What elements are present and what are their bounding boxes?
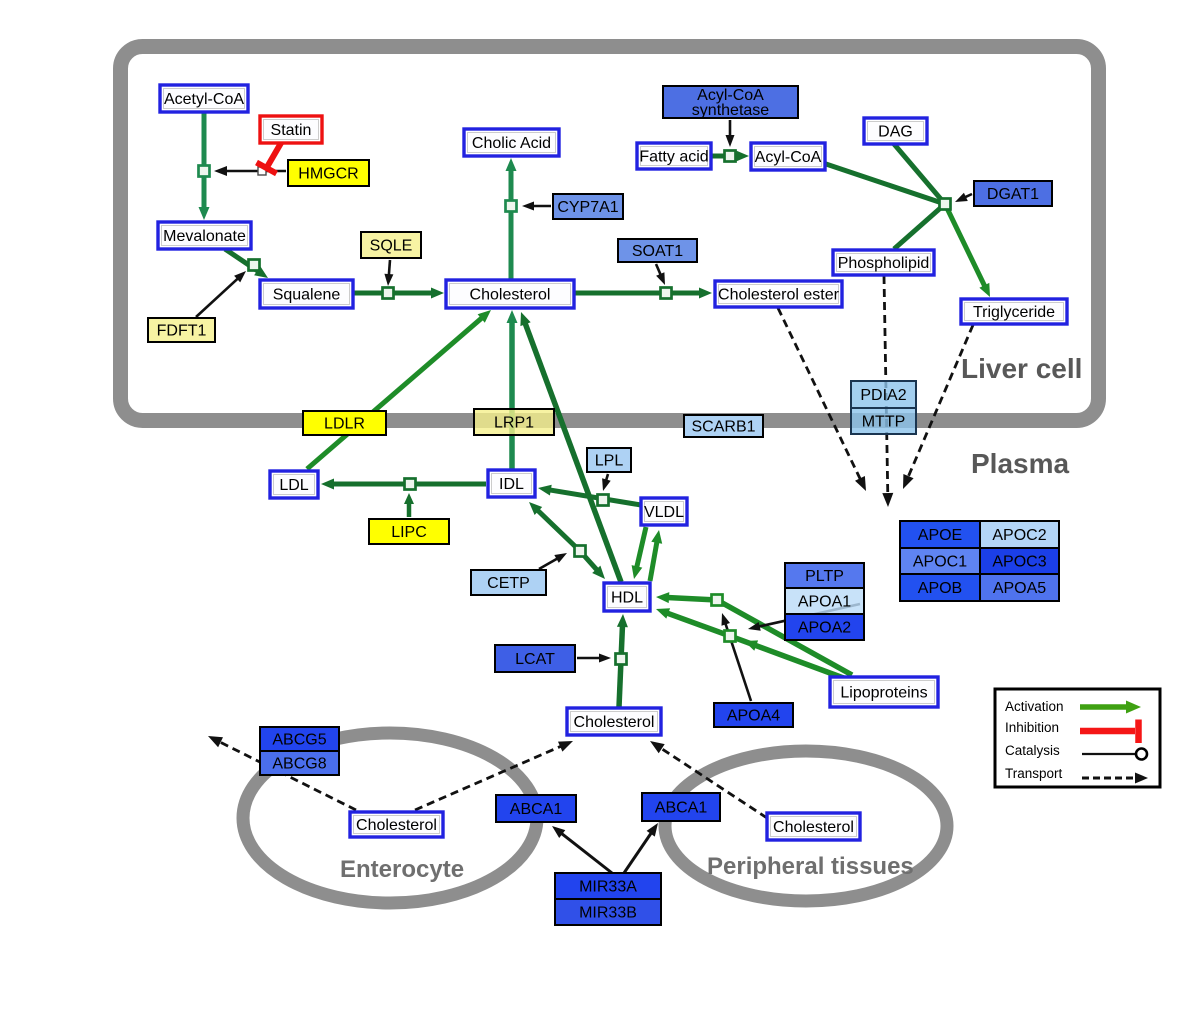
svg-text:LDLR: LDLR xyxy=(324,416,365,433)
svg-text:FDFT1: FDFT1 xyxy=(157,323,207,340)
svg-text:MIR33A: MIR33A xyxy=(579,879,637,896)
svg-text:Inhibition: Inhibition xyxy=(1005,720,1059,735)
svg-text:ABCA1: ABCA1 xyxy=(655,800,708,817)
svg-text:Acyl-CoA: Acyl-CoA xyxy=(755,149,822,166)
svg-text:ABCG8: ABCG8 xyxy=(272,756,326,773)
svg-text:synthetase: synthetase xyxy=(692,102,769,119)
svg-text:APOA4: APOA4 xyxy=(727,708,780,725)
svg-text:Cholesterol: Cholesterol xyxy=(470,287,551,304)
svg-text:CYP7A1: CYP7A1 xyxy=(557,199,618,216)
svg-text:PLTP: PLTP xyxy=(805,568,844,585)
svg-text:APOB: APOB xyxy=(918,580,962,597)
svg-text:Transport: Transport xyxy=(1005,766,1063,781)
svg-text:Cholesterol: Cholesterol xyxy=(574,714,655,731)
svg-text:HMGCR: HMGCR xyxy=(298,166,358,183)
svg-text:APOC3: APOC3 xyxy=(992,554,1046,571)
svg-text:Triglyceride: Triglyceride xyxy=(973,304,1055,321)
svg-text:Mevalonate: Mevalonate xyxy=(163,228,246,245)
svg-text:APOE: APOE xyxy=(918,527,962,544)
svg-text:Cholic Acid: Cholic Acid xyxy=(472,135,551,152)
svg-text:APOA5: APOA5 xyxy=(993,580,1046,597)
svg-text:PDIA2: PDIA2 xyxy=(860,387,906,404)
svg-text:Cholesterol ester: Cholesterol ester xyxy=(718,287,840,304)
svg-text:LPL: LPL xyxy=(595,453,624,470)
svg-text:Fatty acid: Fatty acid xyxy=(639,149,708,166)
svg-text:LCAT: LCAT xyxy=(515,651,555,668)
svg-text:ABCG5: ABCG5 xyxy=(272,732,326,749)
svg-text:Squalene: Squalene xyxy=(273,287,341,304)
svg-text:ABCA1: ABCA1 xyxy=(510,801,563,818)
svg-text:SCARB1: SCARB1 xyxy=(691,419,755,436)
svg-text:SQLE: SQLE xyxy=(370,238,413,255)
svg-text:VLDL: VLDL xyxy=(644,504,684,521)
svg-text:Cholesterol: Cholesterol xyxy=(356,817,437,834)
svg-text:APOC2: APOC2 xyxy=(992,527,1046,544)
svg-text:LDL: LDL xyxy=(279,477,308,494)
svg-text:APOC1: APOC1 xyxy=(913,554,967,571)
svg-text:CETP: CETP xyxy=(487,575,530,592)
svg-text:Acyl-CoA: Acyl-CoA xyxy=(697,87,764,104)
svg-text:Acetyl-CoA: Acetyl-CoA xyxy=(164,91,244,108)
svg-text:APOA2: APOA2 xyxy=(798,620,851,637)
svg-text:Enterocyte: Enterocyte xyxy=(340,856,464,883)
svg-text:Plasma: Plasma xyxy=(971,448,1069,479)
svg-text:DAG: DAG xyxy=(878,124,913,141)
svg-text:Lipoproteins: Lipoproteins xyxy=(840,685,927,702)
svg-text:IDL: IDL xyxy=(499,476,524,493)
svg-text:Catalysis: Catalysis xyxy=(1005,743,1060,758)
svg-text:Phospholipid: Phospholipid xyxy=(838,255,930,272)
svg-text:LRP1: LRP1 xyxy=(494,415,534,432)
svg-text:APOA1: APOA1 xyxy=(798,594,851,611)
svg-text:Statin: Statin xyxy=(271,122,312,139)
svg-text:MIR33B: MIR33B xyxy=(579,905,637,922)
svg-text:DGAT1: DGAT1 xyxy=(987,186,1039,203)
svg-text:Activation: Activation xyxy=(1005,699,1064,714)
svg-text:MTTP: MTTP xyxy=(862,414,906,431)
svg-text:LIPC: LIPC xyxy=(391,524,427,541)
svg-text:HDL: HDL xyxy=(611,590,643,607)
svg-text:Cholesterol: Cholesterol xyxy=(773,819,854,836)
svg-text:Peripheral tissues: Peripheral tissues xyxy=(707,853,914,880)
svg-text:SOAT1: SOAT1 xyxy=(632,243,683,260)
svg-text:Liver cell: Liver cell xyxy=(961,353,1082,384)
